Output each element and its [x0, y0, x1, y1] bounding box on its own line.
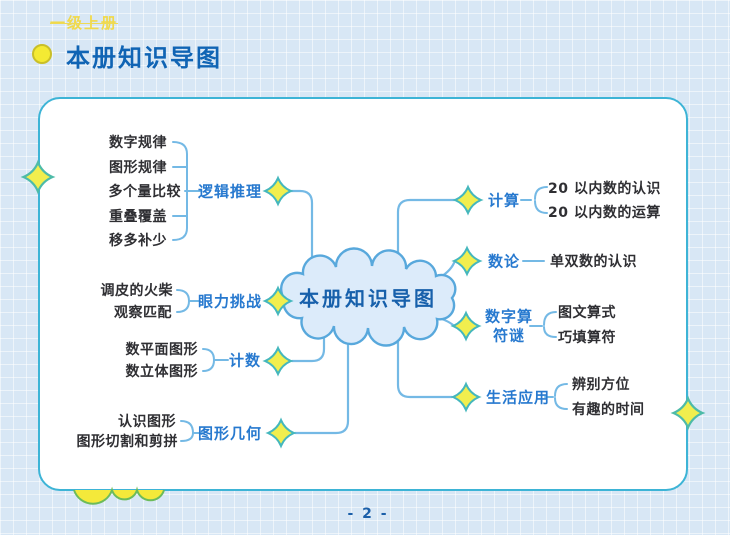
branch-label-calc: 计算 — [488, 191, 521, 210]
mindmap-item: 20 以内数的认识 — [548, 181, 661, 197]
mindmap-item: 数平面图形 — [125, 342, 198, 358]
mindmap-center-title: 本册知识导图 — [299, 286, 437, 311]
grade-label: 一级上册 — [50, 14, 119, 32]
mindmap-item: 单双数的认识 — [550, 254, 637, 270]
mindmap-item: 图形规律 — [109, 160, 167, 176]
mindmap-item: 多个量比较 — [108, 184, 181, 200]
branch-label-life: 生活应用 — [486, 388, 551, 407]
bottom-cloud-icon — [73, 486, 165, 505]
mindmap-item: 观察匹配 — [114, 305, 172, 321]
branch-label-geometry: 图形几何 — [197, 424, 262, 443]
mindmap-item: 20 以内数的运算 — [548, 205, 661, 221]
page-title: 本册知识导图 — [66, 44, 222, 72]
mindmap-item: 移多补少 — [109, 233, 167, 249]
title-bullet-icon — [32, 44, 52, 64]
mindmap-item: 数字规律 — [109, 135, 167, 151]
mindmap-item: 重叠覆盖 — [109, 209, 167, 225]
mindmap-item: 调皮的火柴 — [100, 283, 173, 299]
page-number: - 2 - — [347, 506, 389, 522]
mindmap-item: 认识图形 — [118, 414, 176, 430]
mindmap-item: 辨别方位 — [572, 377, 630, 393]
branch-label-eye: 眼力挑战 — [197, 292, 262, 311]
branch-label-count: 计数 — [228, 351, 261, 370]
mindmap-item: 图形切割和剪拼 — [76, 434, 178, 450]
mindmap-item: 有趣的时间 — [572, 402, 645, 418]
mindmap-item: 数立体图形 — [125, 364, 198, 380]
branch-label-numtheory: 数论 — [488, 252, 521, 271]
branch-label-logic: 逻辑推理 — [197, 182, 262, 201]
mindmap-item: 图文算式 — [558, 305, 616, 321]
mindmap-item: 巧填算符 — [558, 330, 616, 346]
branch-label-puzzle: 数字算符谜 — [484, 307, 533, 344]
